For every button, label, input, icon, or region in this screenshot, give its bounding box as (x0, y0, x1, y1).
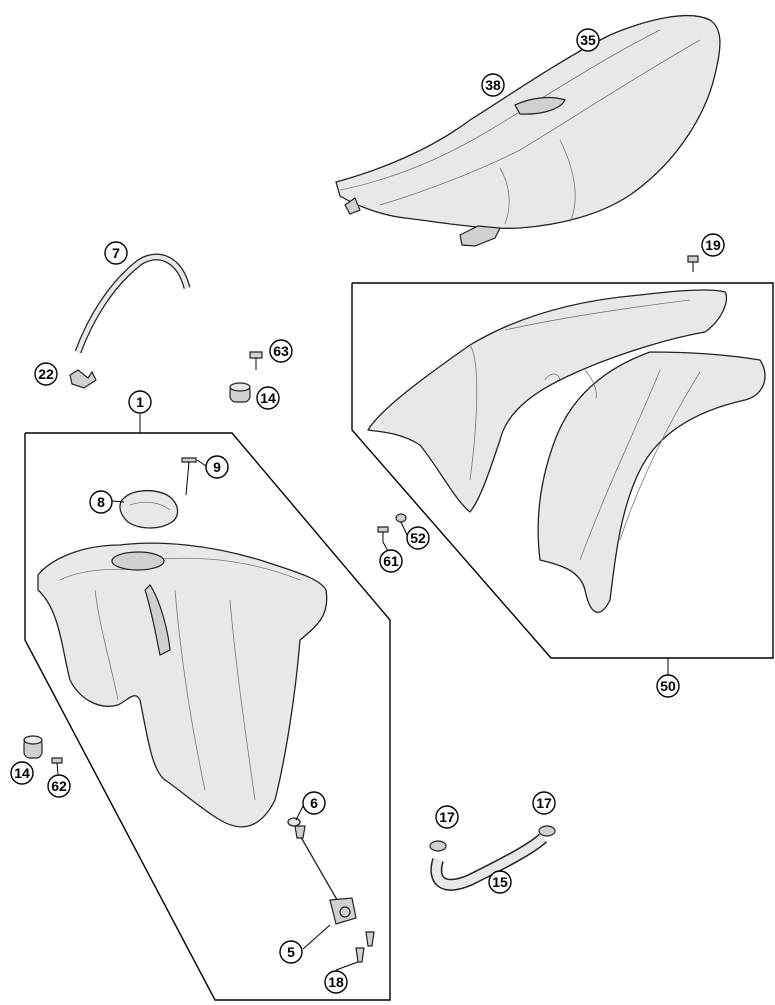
callout-6: 6 (302, 791, 326, 815)
callout-5: 5 (279, 940, 303, 964)
svg-text:38: 38 (485, 77, 501, 93)
callout-17-right: 17 (532, 791, 556, 815)
callout-14-upper: 14 (256, 386, 280, 410)
svg-text:17: 17 (536, 795, 552, 811)
fuel-tank-frame (24, 432, 391, 1001)
callout-8: 8 (89, 490, 113, 514)
svg-text:7: 7 (112, 245, 120, 261)
callout-7: 7 (104, 241, 128, 265)
svg-text:63: 63 (273, 343, 289, 359)
svg-text:6: 6 (310, 795, 318, 811)
svg-text:8: 8 (97, 494, 105, 510)
shrouds-group (351, 282, 774, 659)
svg-text:52: 52 (410, 530, 426, 546)
fuel-tank-group (24, 432, 391, 1001)
callout-1: 1 (128, 390, 152, 414)
callout-50: 50 (656, 674, 680, 698)
callout-38: 38 (481, 73, 505, 97)
callout-18: 18 (324, 970, 348, 994)
callout-15: 15 (488, 870, 512, 894)
callout-22: 22 (34, 362, 58, 386)
svg-text:22: 22 (38, 366, 54, 382)
svg-text:17: 17 (439, 809, 455, 825)
callout-61: 61 (379, 549, 403, 573)
svg-text:50: 50 (660, 678, 676, 694)
callout-19: 19 (701, 233, 725, 257)
svg-text:5: 5 (287, 944, 295, 960)
svg-text:9: 9 (213, 459, 221, 475)
svg-text:15: 15 (492, 874, 508, 890)
callout-62: 62 (47, 774, 71, 798)
svg-text:18: 18 (328, 974, 344, 990)
callout-9: 9 (205, 455, 229, 479)
seat (335, 15, 721, 247)
callout-17-left: 17 (435, 805, 459, 829)
callout-14-lower: 14 (10, 761, 34, 785)
svg-text:14: 14 (260, 390, 276, 406)
svg-text:62: 62 (51, 778, 67, 794)
svg-text:1: 1 (136, 394, 144, 410)
svg-text:19: 19 (705, 237, 721, 253)
callout-35: 35 (576, 28, 600, 52)
callout-52: 52 (406, 526, 430, 550)
breather-hose (74, 253, 191, 354)
svg-text:35: 35 (580, 32, 596, 48)
hose-elbow (69, 369, 97, 389)
svg-text:61: 61 (383, 553, 399, 569)
callout-63: 63 (269, 339, 293, 363)
shrouds-frame (351, 282, 774, 659)
svg-text:14: 14 (14, 765, 30, 781)
